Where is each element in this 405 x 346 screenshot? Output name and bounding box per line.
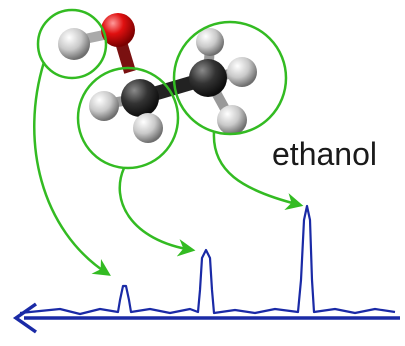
methylene-hydrogen-atom [133, 113, 163, 143]
methyl-hydrogen-atom [196, 28, 224, 56]
axis-arrowhead-icon [12, 302, 38, 334]
nmr-spectrum [12, 204, 400, 334]
methyl-hydrogen-atom [227, 57, 257, 87]
molecule-label: ethanol [272, 136, 377, 172]
ch3-arrow [212, 131, 304, 211]
methylene-hydrogen-atom [89, 91, 119, 121]
carbon-atom-ch3 [189, 59, 227, 97]
ethanol-molecule [58, 13, 257, 143]
ch2-arrow [118, 167, 196, 257]
ch3-group-circle [172, 20, 288, 136]
ch2-group-circle [76, 66, 180, 170]
group-to-peak-arrows [33, 61, 304, 276]
carbon-atom-ch2 [121, 79, 159, 117]
hydroxyl-hydrogen-atom [58, 28, 90, 60]
spectrum-trace [19, 204, 396, 316]
oh-group-circle [36, 8, 108, 80]
oxygen-atom [101, 13, 135, 47]
hydrogen-group-circles [36, 8, 288, 170]
methyl-hydrogen-atom [217, 105, 247, 135]
oh-arrow [33, 61, 111, 276]
